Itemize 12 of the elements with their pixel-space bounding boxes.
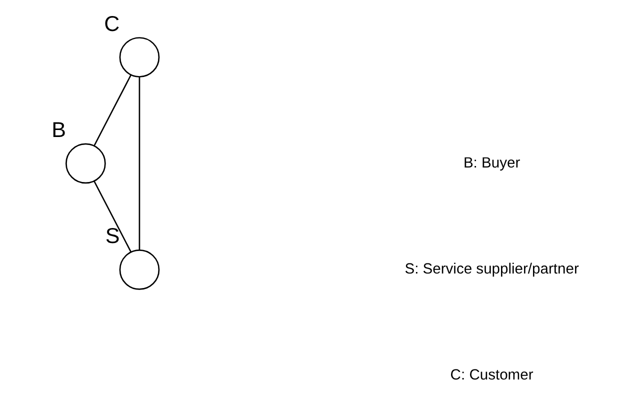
node-circle: [118, 250, 160, 290]
label: S: Service supplier/partner: [404, 261, 578, 278]
node-circle: [65, 143, 106, 184]
connector: [93, 74, 131, 146]
node-circle: [118, 37, 160, 78]
node-label: C: [104, 12, 120, 36]
connector: [138, 76, 140, 250]
node-label: B: [51, 118, 66, 142]
label: B: Buyer: [462, 155, 520, 172]
node-label: S: [104, 224, 120, 248]
label: C: Customer: [450, 368, 533, 384]
connector: [93, 181, 132, 252]
